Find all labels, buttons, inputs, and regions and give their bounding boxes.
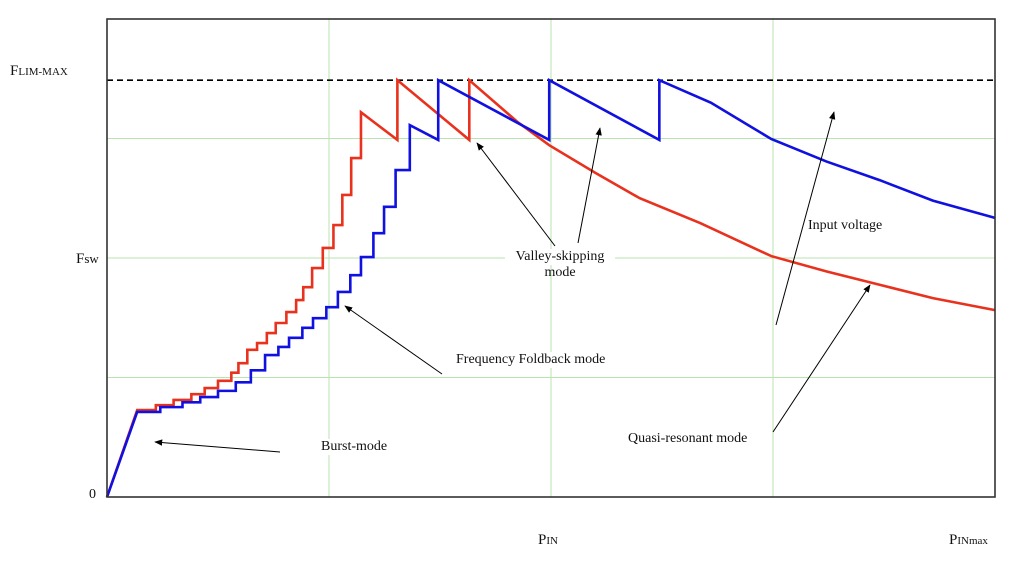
series-red-low-input-voltage (105, 77, 996, 498)
annotation-frequency-foldback: Frequency Foldback mode (453, 352, 609, 368)
annotation-input-voltage: Input voltage (808, 218, 883, 233)
x-tick-pin: PIN (538, 532, 558, 549)
y-tick-fsw: FSW (76, 251, 99, 267)
valley-arrow-1 (476, 142, 556, 247)
x-tick-sub: INmax (957, 535, 988, 547)
annotation-quasi-resonant: Quasi-resonant mode (628, 431, 748, 447)
annotation-arrows (154, 111, 871, 453)
x-tick-pinmax: PINmax (949, 532, 988, 549)
y-tick-sub: LIM-MAX (18, 66, 68, 78)
input-voltage-arrow (775, 111, 836, 326)
foldback-arrow (344, 305, 443, 375)
annotation-valley-skipping: Valley-skipping mode (505, 249, 615, 281)
x-tick-main: P (538, 532, 547, 548)
annotation-burst-mode: Burst-mode (321, 439, 388, 455)
y-tick-flim-max: FLIM-MAX (10, 63, 68, 80)
x-tick-sub: IN (546, 535, 558, 547)
y-tick-zero: 0 (89, 487, 96, 502)
x-tick-main: P (949, 532, 958, 548)
y-tick-main: F (76, 251, 85, 267)
plot-frame (106, 18, 996, 498)
series-blue-high-input-voltage (105, 77, 996, 498)
y-tick-main: F (10, 63, 19, 79)
y-tick-sub: SW (84, 251, 99, 266)
valley-arrow-2 (577, 127, 602, 244)
valley-line-2: mode (544, 265, 576, 280)
burst-mode-arrow (154, 439, 281, 453)
quasi-resonant-arrow (772, 284, 871, 433)
valley-line-1: Valley-skipping (505, 249, 615, 265)
